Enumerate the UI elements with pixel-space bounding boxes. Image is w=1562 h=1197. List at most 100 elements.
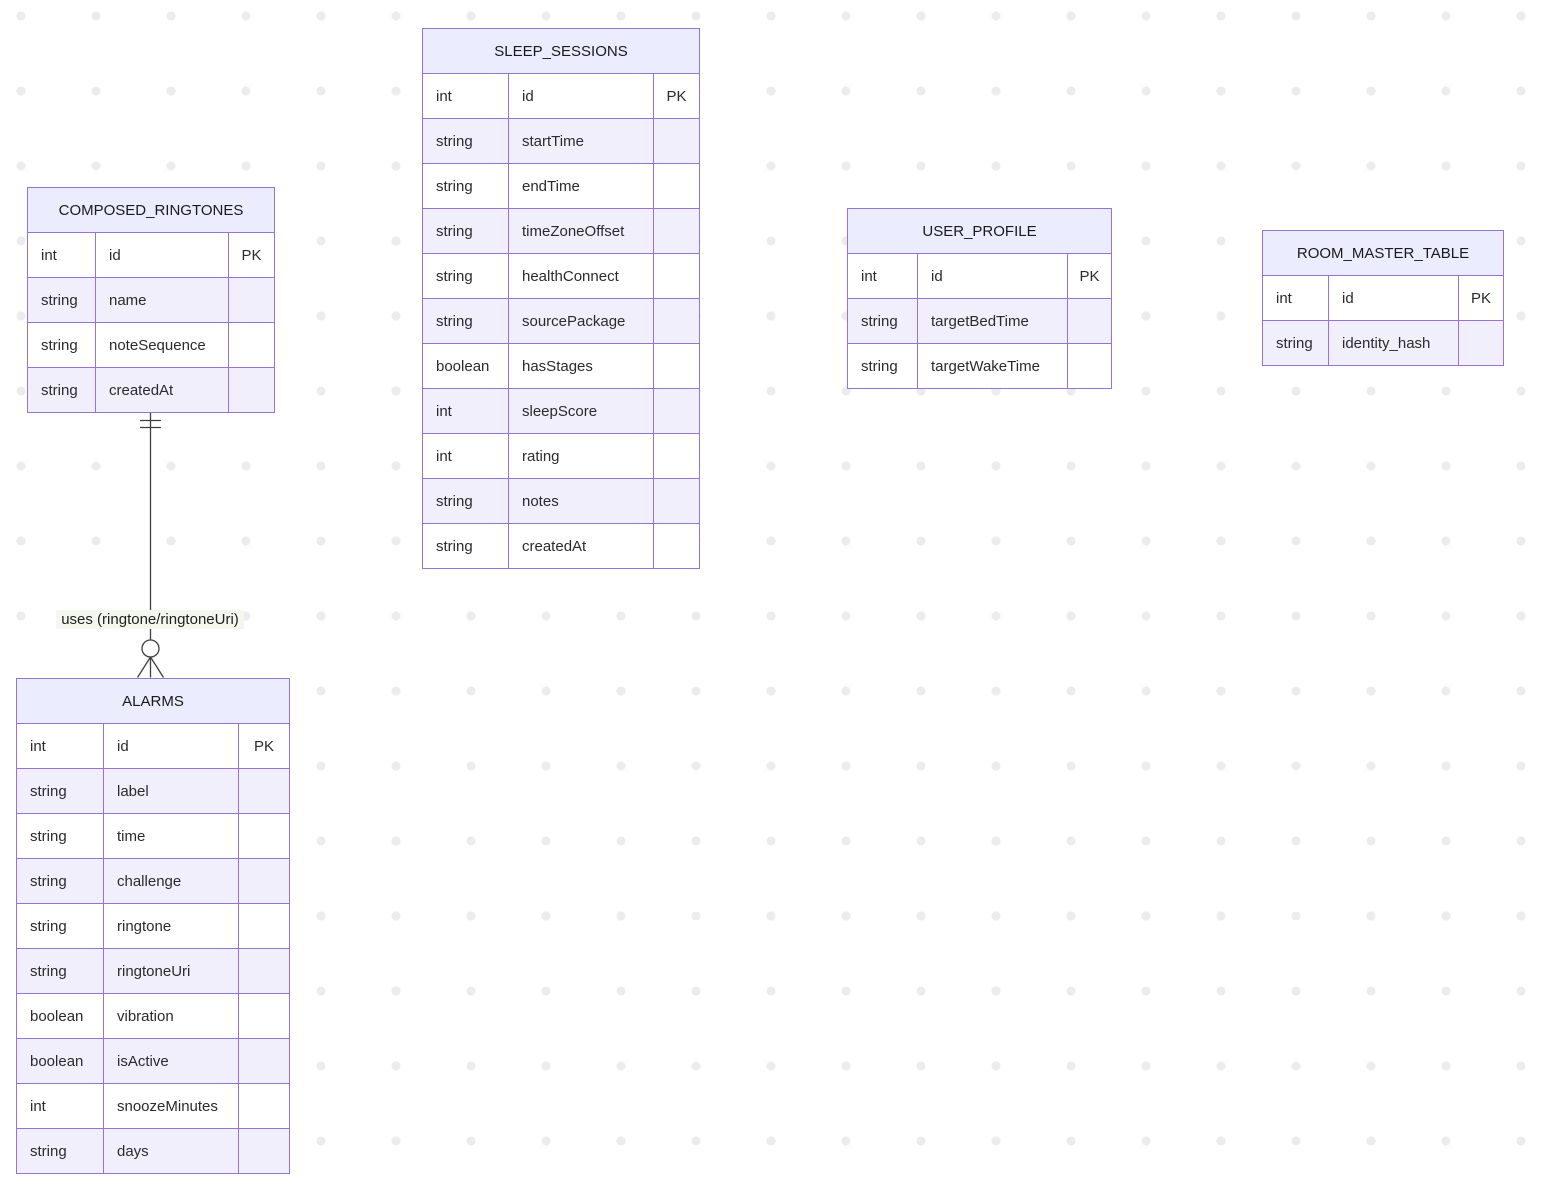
attribute-key-cell [654,118,699,163]
attribute-key-cell [654,163,699,208]
attribute-name-cell: id [509,73,654,118]
attribute-type-cell: string [423,253,509,298]
attribute-name-cell: targetWakeTime [918,343,1068,388]
attribute-key-cell: PK [229,232,274,277]
attribute-key-cell [654,478,699,523]
attribute-key-cell [239,813,289,858]
attribute-type-cell: int [423,433,509,478]
attribute-key-cell [654,433,699,478]
attribute-key-cell [239,858,289,903]
cardinality-zero-marker [141,639,160,658]
attribute-key-cell [229,367,274,412]
attribute-key-cell [654,343,699,388]
attribute-name-cell: challenge [104,858,239,903]
attribute-key-cell [239,948,289,993]
attribute-name-cell: endTime [509,163,654,208]
attribute-type-cell: string [423,208,509,253]
attribute-name-cell: id [104,723,239,768]
attribute-key-cell [239,903,289,948]
attribute-type-cell: string [17,1128,104,1173]
attribute-key-cell [239,993,289,1038]
attribute-type-cell: string [423,163,509,208]
attribute-name-cell: sleepScore [509,388,654,433]
attribute-key-cell [239,1038,289,1083]
attribute-name-cell: id [96,232,229,277]
attribute-name-cell: startTime [509,118,654,163]
attribute-type-cell: string [423,523,509,568]
attribute-name-cell: id [918,253,1068,298]
attribute-type-cell: int [423,388,509,433]
attribute-key-cell [239,768,289,813]
attribute-type-cell: string [17,813,104,858]
attribute-name-cell: label [104,768,239,813]
attribute-type-cell: boolean [17,1038,104,1083]
attribute-name-cell: rating [509,433,654,478]
attribute-name-cell: time [104,813,239,858]
crows-foot-line [136,656,152,678]
attribute-name-cell: ringtoneUri [104,948,239,993]
attribute-type-cell: int [28,232,96,277]
attribute-key-cell [239,1128,289,1173]
attribute-name-cell: identity_hash [1329,320,1459,365]
attribute-key-cell: PK [1459,275,1503,320]
attribute-name-cell: sourcePackage [509,298,654,343]
attribute-type-cell: string [423,298,509,343]
attribute-type-cell: int [848,253,918,298]
attribute-type-cell: string [17,858,104,903]
attribute-key-cell [654,208,699,253]
attribute-name-cell: noteSequence [96,322,229,367]
attribute-type-cell: int [17,1083,104,1128]
attribute-type-cell: int [1263,275,1329,320]
attribute-name-cell: hasStages [509,343,654,388]
entity-title: SLEEP_SESSIONS [423,29,699,73]
attribute-name-cell: isActive [104,1038,239,1083]
entity-title: ALARMS [17,679,289,723]
attribute-key-cell [1068,343,1111,388]
attribute-type-cell: string [28,367,96,412]
attribute-name-cell: targetBedTime [918,298,1068,343]
attribute-type-cell: int [17,723,104,768]
attribute-key-cell: PK [239,723,289,768]
attribute-name-cell: createdAt [509,523,654,568]
attribute-type-cell: string [17,948,104,993]
attribute-key-cell: PK [654,73,699,118]
attribute-type-cell: string [848,343,918,388]
attribute-name-cell: name [96,277,229,322]
attribute-key-cell: PK [1068,253,1111,298]
attribute-type-cell: boolean [423,343,509,388]
attribute-type-cell: string [1263,320,1329,365]
attribute-name-cell: id [1329,275,1459,320]
attribute-type-cell: string [28,277,96,322]
crows-foot-line [149,656,165,678]
attribute-name-cell: createdAt [96,367,229,412]
entity-title: COMPOSED_RINGTONES [28,188,274,232]
attribute-key-cell [1459,320,1503,365]
attribute-key-cell [229,322,274,367]
attribute-type-cell: string [17,768,104,813]
entity-title: USER_PROFILE [848,209,1111,253]
attribute-type-cell: string [28,322,96,367]
relationship-label: uses (ringtone/ringtoneUri) [56,610,244,629]
attribute-name-cell: timeZoneOffset [509,208,654,253]
attribute-name-cell: ringtone [104,903,239,948]
attribute-type-cell: string [423,118,509,163]
attribute-name-cell: notes [509,478,654,523]
attribute-type-cell: string [17,903,104,948]
attribute-key-cell [239,1083,289,1128]
entity-title: ROOM_MASTER_TABLE [1263,231,1503,275]
attribute-name-cell: days [104,1128,239,1173]
attribute-key-cell [654,253,699,298]
attribute-type-cell: boolean [17,993,104,1038]
attribute-name-cell: snoozeMinutes [104,1083,239,1128]
attribute-type-cell: string [848,298,918,343]
attribute-key-cell [654,523,699,568]
attribute-key-cell [654,298,699,343]
attribute-type-cell: int [423,73,509,118]
attribute-key-cell [1068,298,1111,343]
